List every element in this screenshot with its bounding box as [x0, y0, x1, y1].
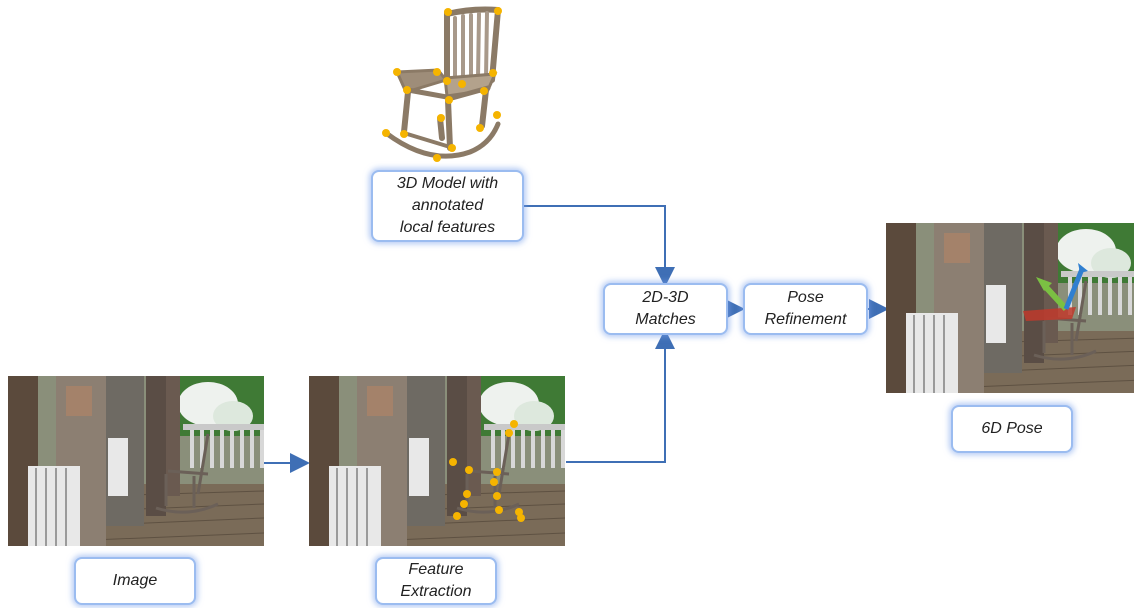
node-pose-refinement-label: Pose Refinement — [764, 289, 847, 328]
node-6d-pose-label: 6D Pose — [981, 420, 1043, 437]
node-2d-3d-matches-label: 2D-3D Matches — [635, 289, 696, 328]
pose-image — [886, 223, 1134, 393]
rocking-chair-icon — [383, 6, 501, 159]
node-3d-model: 3D Model with annotated local features — [371, 170, 524, 242]
input-image — [8, 376, 264, 546]
node-feature-extraction-label: Feature Extraction — [400, 561, 472, 600]
chair-keypoints — [382, 7, 502, 162]
node-2d-3d-matches: 2D-3D Matches — [603, 283, 728, 335]
node-3d-model-label: 3D Model with annotated local features — [396, 175, 499, 236]
node-6d-pose: 6D Pose — [951, 405, 1073, 453]
porch-photo-icon — [8, 376, 264, 546]
node-image: Image — [74, 557, 196, 605]
node-image-label: Image — [112, 572, 158, 589]
porch-photo-icon — [309, 376, 565, 546]
arrow-model-to-matches — [524, 205, 675, 287]
arrow-features-to-matches — [566, 329, 675, 463]
node-feature-extraction: Feature Extraction — [375, 557, 497, 605]
detected-keypoints — [449, 420, 525, 522]
pose-axes — [1023, 263, 1088, 321]
node-pose-refinement: Pose Refinement — [743, 283, 868, 335]
feature-image — [309, 376, 565, 546]
porch-photo-icon — [886, 223, 1134, 393]
